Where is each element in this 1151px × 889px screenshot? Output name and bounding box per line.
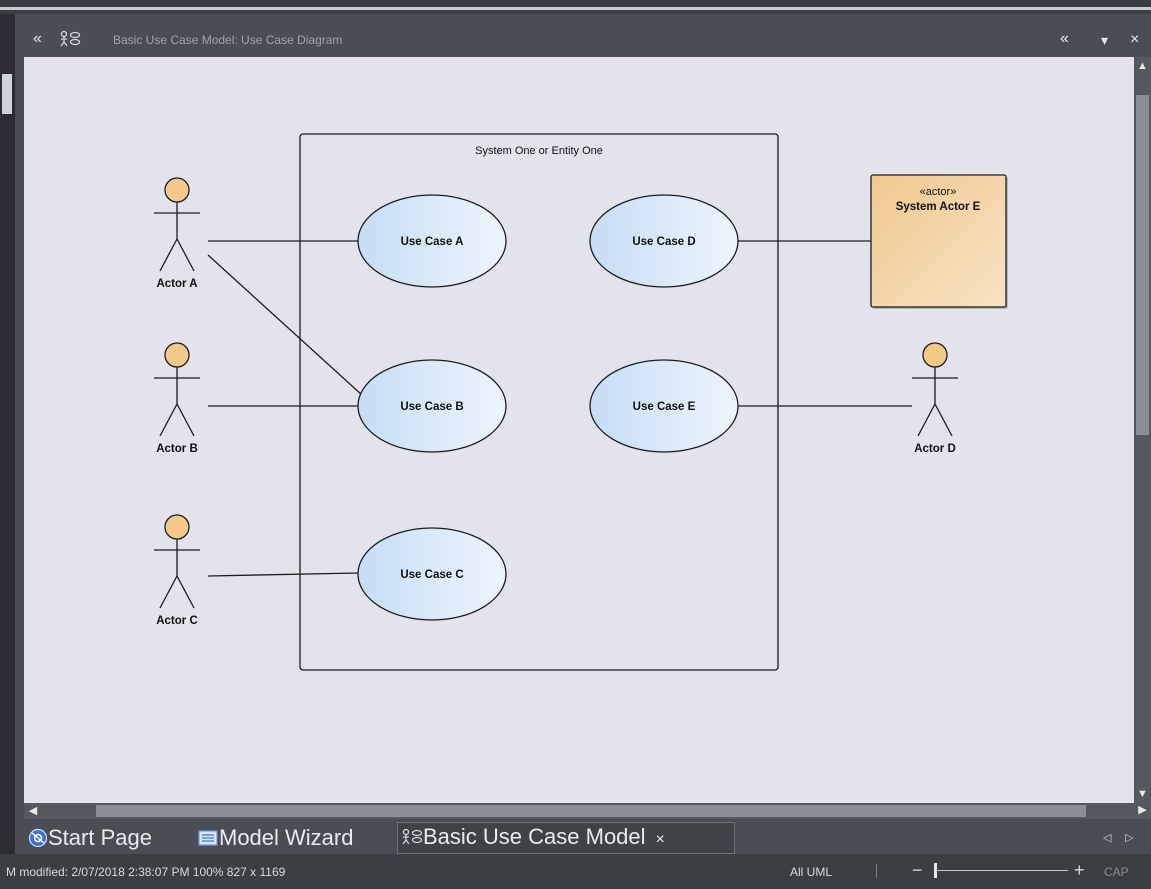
caps-lock-indicator: CAP	[1104, 865, 1129, 879]
actor-d-label: Actor D	[914, 443, 956, 455]
double-chevron-left-icon[interactable]: «	[1060, 30, 1069, 47]
use-case-a[interactable]: Use Case A	[357, 194, 507, 288]
use-case-e[interactable]: Use Case E	[589, 359, 739, 453]
vertical-scrollbar[interactable]: ▲ ▼ ▶	[1134, 57, 1151, 819]
stick-figure-icon	[154, 514, 200, 609]
dropdown-icon[interactable]: ▾	[1101, 32, 1109, 48]
scroll-up-icon[interactable]: ▲	[1137, 60, 1148, 72]
system-boundary[interactable]: System One or Entity One	[299, 133, 779, 671]
horizontal-scrollbar[interactable]: ◀	[24, 803, 1134, 819]
system-boundary-label: System One or Entity One	[475, 145, 603, 157]
use-case-b[interactable]: Use Case B	[357, 359, 507, 453]
scroll-left-icon[interactable]: ◀	[28, 805, 38, 817]
stick-figure-icon	[154, 177, 200, 272]
scroll-down-icon[interactable]: ▼	[1137, 788, 1148, 800]
tab-start-page[interactable]: Start Page	[28, 824, 152, 852]
actor-d[interactable]: Actor D	[912, 342, 958, 455]
diagram-window: « Basic Use Case Model: Use Case Diagram…	[15, 14, 1151, 854]
actor-a-label: Actor A	[156, 278, 197, 290]
zoom-out-icon[interactable]: −	[912, 860, 923, 880]
use-case-e-label: Use Case E	[633, 401, 696, 413]
zoom-slider-track[interactable]	[936, 870, 1068, 871]
use-case-b-label: Use Case B	[400, 401, 463, 413]
tab-scroll-left-icon[interactable]: ◁	[1103, 832, 1112, 844]
diagram-title-bar: « Basic Use Case Model: Use Case Diagram…	[15, 28, 1151, 52]
use-case-diagram-icon	[402, 828, 423, 845]
tab-model-wizard[interactable]: Model Wizard	[197, 824, 353, 852]
diagram-title: Basic Use Case Model: Use Case Diagram	[113, 33, 343, 47]
use-case-c[interactable]: Use Case C	[357, 527, 507, 621]
use-case-diagram: System One or Entity One Use Case A Use …	[154, 133, 1008, 671]
actor-b[interactable]: Actor B	[154, 342, 200, 455]
system-actor-e-stereotype: «actor»	[920, 186, 957, 198]
top-strip	[0, 0, 1151, 14]
double-chevron-left-icon[interactable]: «	[33, 30, 42, 47]
system-actor-e[interactable]: «actor» System Actor E	[870, 174, 1008, 309]
status-bar: M modified: 2/07/2018 2:38:07 PM 100% 82…	[0, 854, 1151, 889]
model-wizard-icon	[198, 830, 218, 846]
actor-b-label: Actor B	[156, 443, 198, 455]
status-perspective[interactable]: All UML	[790, 865, 833, 879]
status-divider	[876, 864, 877, 878]
document-tab-bar: Start Page Model Wizard Basic Use Case M…	[15, 820, 1151, 854]
close-tab-icon[interactable]: ×	[655, 831, 665, 848]
close-icon[interactable]: ×	[1130, 31, 1140, 48]
status-modified: M modified: 2/07/2018 2:38:07 PM 100% 82…	[6, 865, 286, 879]
system-actor-e-name: System Actor E	[896, 201, 981, 213]
diagram-canvas[interactable]: System One or Entity One Use Case A Use …	[24, 57, 1134, 803]
start-page-icon	[28, 828, 48, 848]
left-dock-bar	[0, 14, 15, 854]
stick-figure-icon	[154, 342, 200, 437]
actor-c-label: Actor C	[156, 615, 198, 627]
tab-basic-use-case-model[interactable]: Basic Use Case Model ×	[397, 822, 735, 854]
actor-a[interactable]: Actor A	[154, 177, 200, 290]
vertical-scroll-thumb[interactable]	[1136, 95, 1149, 435]
tab-start-page-label: Start Page	[48, 825, 152, 850]
zoom-slider-thumb[interactable]	[934, 863, 937, 878]
stick-figure-icon	[912, 342, 958, 437]
use-case-diagram-icon	[59, 30, 81, 53]
use-case-d[interactable]: Use Case D	[589, 194, 739, 288]
zoom-in-icon[interactable]: +	[1074, 860, 1085, 880]
use-case-d-label: Use Case D	[632, 236, 695, 248]
tab-scroll-right-icon[interactable]: ▷	[1125, 832, 1134, 844]
use-case-a-label: Use Case A	[401, 236, 464, 248]
actor-c[interactable]: Actor C	[154, 514, 200, 627]
association-actor-c-use-case-c[interactable]	[207, 572, 359, 577]
association-actor-a-use-case-b[interactable]	[207, 254, 363, 396]
use-case-c-label: Use Case C	[400, 569, 463, 581]
horizontal-scroll-thumb[interactable]	[96, 805, 1086, 817]
scroll-right-icon[interactable]: ▶	[1138, 804, 1147, 816]
tab-basic-use-case-model-label: Basic Use Case Model	[423, 824, 646, 849]
tab-model-wizard-label: Model Wizard	[219, 825, 354, 850]
